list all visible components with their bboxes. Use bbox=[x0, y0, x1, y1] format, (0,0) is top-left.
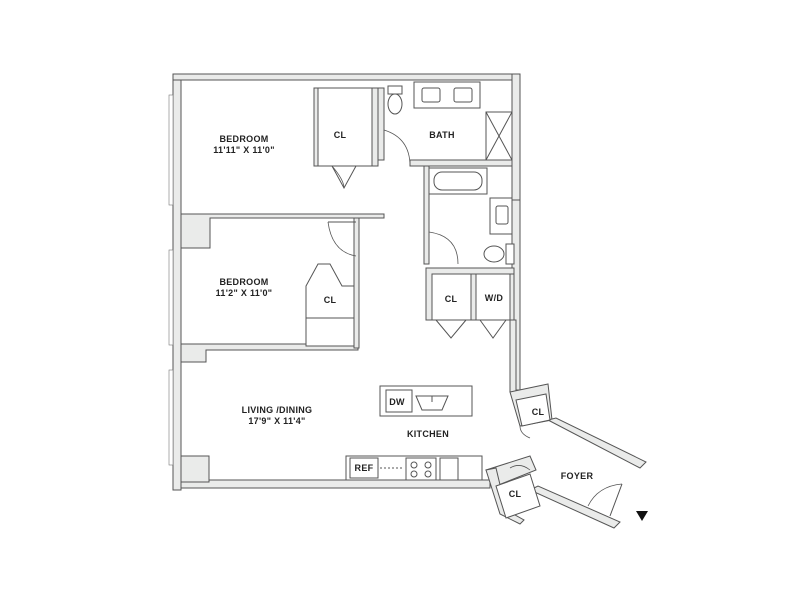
bath-label: BATH bbox=[429, 130, 455, 140]
exterior-walls bbox=[168, 73, 521, 491]
interior-walls bbox=[180, 87, 647, 529]
entry-closet bbox=[515, 393, 551, 439]
foyer-label: FOYER bbox=[561, 471, 594, 481]
hall-closet-doors bbox=[431, 273, 511, 339]
living-dims: 17'9" X 11'4" bbox=[248, 416, 305, 426]
bedroom2-name: BEDROOM bbox=[219, 277, 268, 287]
bedroom1-closet bbox=[317, 87, 373, 190]
bedroom1-closet-label: CL bbox=[334, 130, 347, 140]
foyer-closet bbox=[495, 465, 541, 519]
bedroom1-name: BEDROOM bbox=[219, 134, 268, 144]
entry-triangle-icon bbox=[636, 511, 648, 521]
hall-closet-label: CL bbox=[445, 294, 458, 304]
bath-fixtures bbox=[383, 81, 513, 167]
foyer-entry-door bbox=[587, 483, 623, 517]
foyer-closet-label: CL bbox=[509, 489, 522, 499]
bedroom1-dims: 11'11" X 11'0" bbox=[213, 145, 275, 155]
bedroom2-door-closet bbox=[305, 221, 357, 347]
dishwasher-label: DW bbox=[389, 397, 405, 407]
refrigerator-label: REF bbox=[355, 463, 374, 473]
laundry-label: W/D bbox=[485, 293, 504, 303]
living-name: LIVING /DINING bbox=[242, 405, 313, 415]
bedroom2-dims: 11'2" X 11'0" bbox=[216, 288, 273, 298]
room-labels: BEDROOM 11'11" X 11'0" CL BATH BEDROOM 1… bbox=[213, 130, 593, 499]
hall-bath-fixtures bbox=[428, 167, 515, 265]
entry-closet-label: CL bbox=[532, 407, 545, 417]
kitchen bbox=[345, 385, 483, 481]
bedroom2-closet-label: CL bbox=[324, 295, 337, 305]
kitchen-label: KITCHEN bbox=[407, 429, 449, 439]
